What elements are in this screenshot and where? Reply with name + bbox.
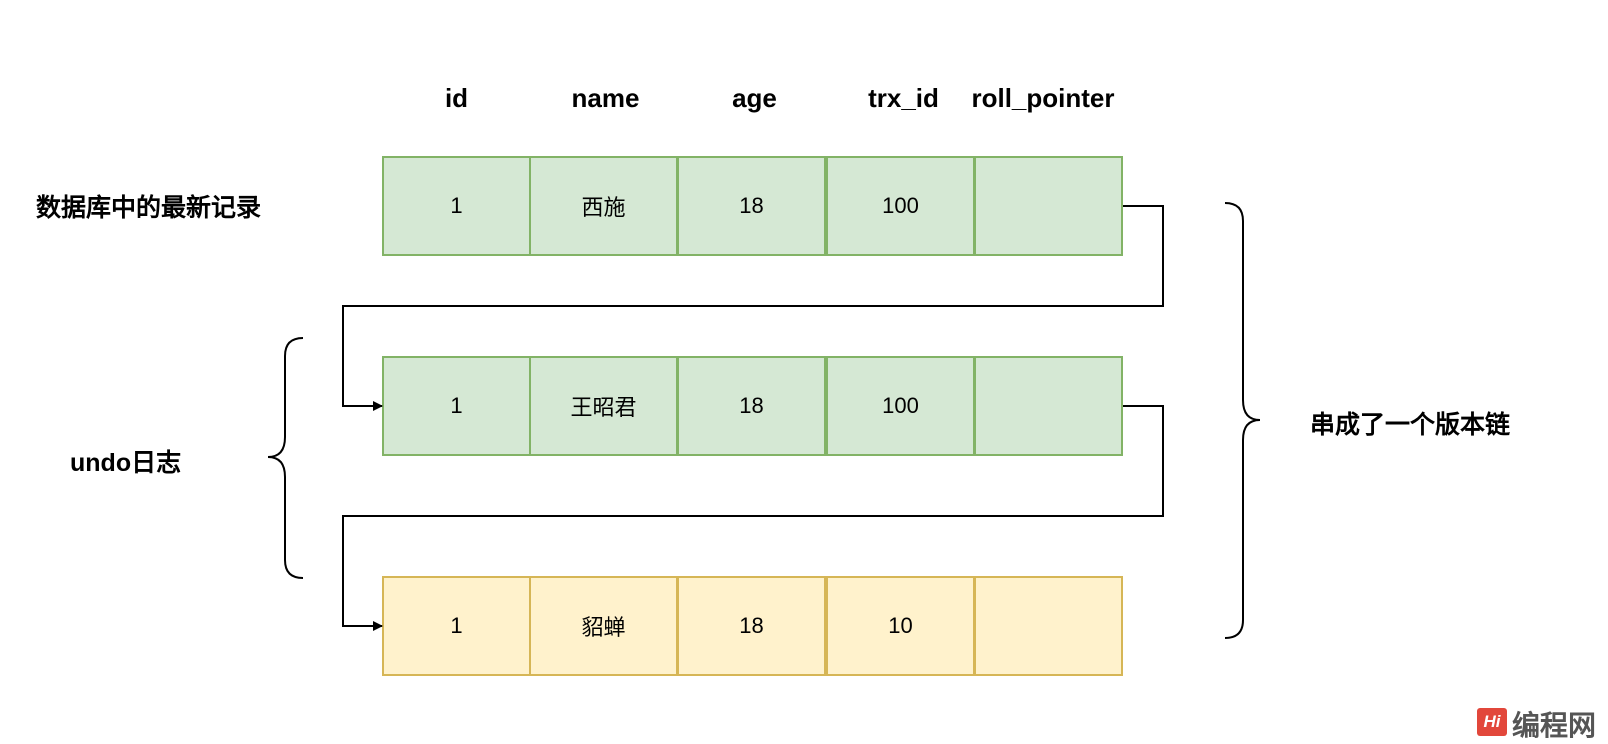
watermark-logo-icon: Hi: [1477, 708, 1507, 736]
cell-roll-pointer: [974, 576, 1123, 676]
column-header-trx-id: trx_id: [868, 83, 939, 113]
watermark-text: 编程网: [1512, 710, 1597, 741]
cell-age: 18: [677, 156, 826, 256]
cell-id: 1: [382, 356, 531, 456]
column-header-age: age: [732, 83, 777, 113]
cell-name: 貂蝉: [529, 576, 678, 676]
version-chain-label: 串成了一个版本链: [1310, 411, 1511, 439]
roll-pointer-arrow-2: [342, 405, 1164, 631]
column-header-roll-pointer: roll_pointer: [971, 83, 1115, 113]
roll-pointer-arrow-1: [342, 205, 1164, 411]
cell-roll-pointer: [974, 356, 1123, 456]
undo-log-label: undo日志: [70, 449, 182, 477]
cell-name: 西施: [529, 156, 678, 256]
column-header-id: id: [444, 83, 469, 113]
latest-record-label: 数据库中的最新记录: [36, 194, 262, 222]
cell-age: 18: [677, 356, 826, 456]
undo-log-brace: [267, 337, 304, 579]
cell-trx-id: 10: [826, 576, 975, 676]
column-header-name: name: [571, 83, 640, 113]
cell-roll-pointer: [974, 156, 1123, 256]
cell-name: 王昭君: [529, 356, 678, 456]
cell-id: 1: [382, 576, 531, 676]
cell-age: 18: [677, 576, 826, 676]
version-chain-brace: [1224, 202, 1261, 639]
